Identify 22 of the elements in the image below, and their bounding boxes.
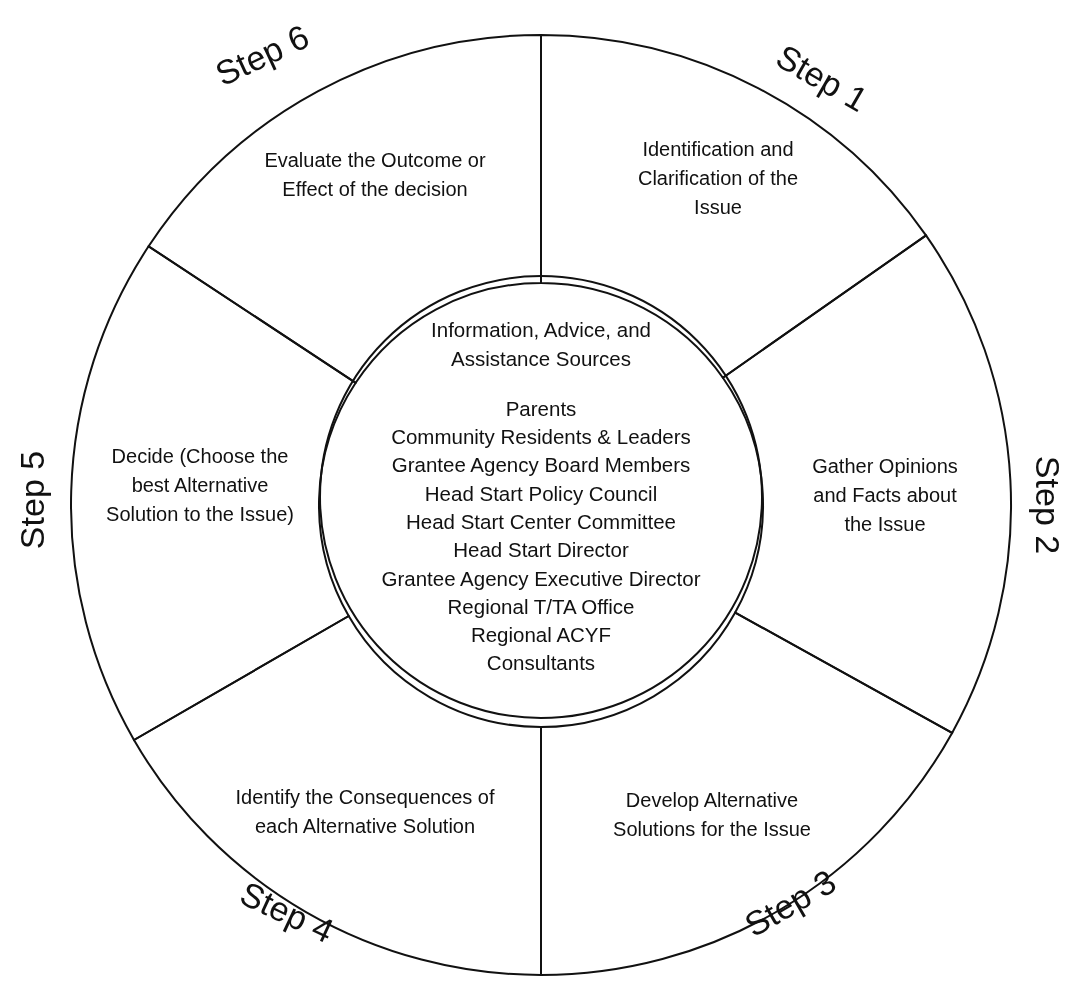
list-item: Community Residents & Leaders [391,424,691,451]
step-description: Gather Opinions and Facts about the Issue [811,453,959,537]
step-description: Identification and Clarification of the Issue [636,136,800,220]
step-description: Decide (Choose the best Alternative Solution to the Issue) [105,443,295,527]
list-item: Head Start Center Committee [406,509,676,535]
list-item: Parents [505,395,577,422]
list-item: Regional T/TA Office [447,593,635,620]
step-description: Evaluate the Outcome or Effect of the decision [263,148,487,202]
step-label: Step 2 [1031,455,1065,555]
list-item: Head Start Director [453,537,629,564]
list-item: Regional ACYF Consultants [469,622,613,677]
step-description: Identify the Consequences of each Alternative Solution [235,785,495,839]
step-label: Step 4 [235,875,339,949]
list-item: Grantee Agency Board Members [391,452,691,479]
circle-heading: Information, Advice, and Assistance Sources [430,317,652,372]
step-label: Step 5 [15,450,49,550]
step-description: Develop Alternative Solutions for the Issue [612,788,812,842]
step-label: Step 6 [210,18,314,92]
list-item: Grantee Agency Executive Director [381,565,701,592]
list-item: Head Start Policy Council [424,480,658,507]
step-label: Step 3 [738,863,842,943]
step-label: Step 1 [770,38,874,118]
